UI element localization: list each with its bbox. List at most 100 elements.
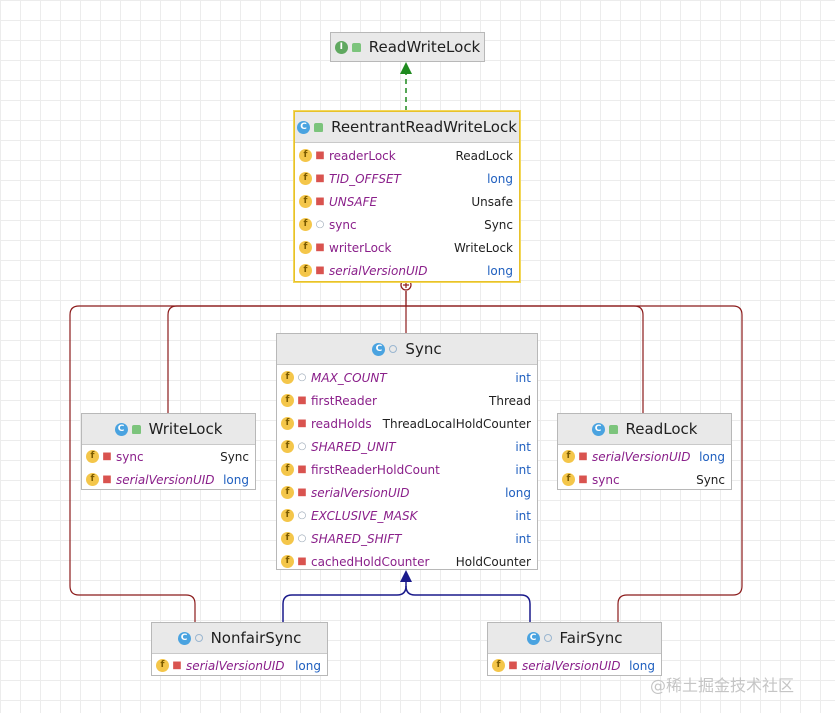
fairsync-title: FairSync (559, 629, 623, 647)
interface-icon: I (334, 40, 348, 54)
field-icon: f (562, 450, 575, 463)
readlock-header: C ReadLock (558, 414, 731, 445)
field-icon: f (281, 555, 294, 568)
private-lock-icon: ■ (297, 417, 307, 429)
field-type: ReadLock (455, 148, 513, 163)
private-lock-icon: ■ (578, 450, 588, 462)
readwritelock-title: ReadWriteLock (368, 38, 481, 56)
package-private-icon: ○ (297, 509, 307, 521)
field-name: MAX_COUNT (311, 370, 387, 385)
field-type: Sync (484, 217, 513, 232)
field-type: Sync (220, 449, 249, 464)
public-icon (608, 424, 618, 434)
field-name: serialVersionUID (116, 472, 215, 487)
field-name: EXCLUSIVE_MASK (311, 508, 418, 523)
field-icon: f (281, 417, 294, 430)
readwritelock-box[interactable]: I ReadWriteLock (330, 32, 485, 62)
field-icon: f (281, 371, 294, 384)
private-lock-icon: ■ (578, 473, 588, 485)
private-lock-icon: ■ (297, 555, 307, 567)
field-icon: f (281, 463, 294, 476)
package-private-icon: ○ (315, 218, 325, 230)
package-private-icon (389, 345, 398, 353)
field-icon: f (156, 659, 169, 672)
field-icon: f (299, 149, 312, 162)
field-type: int (515, 531, 531, 546)
field-type: long (629, 658, 655, 673)
package-private-icon (194, 634, 203, 642)
readwritelock-header: I ReadWriteLock (331, 33, 484, 61)
field-type: int (515, 462, 531, 477)
private-lock-icon: ■ (297, 486, 307, 498)
fairsync-header: C FairSync (488, 623, 661, 654)
field-type: WriteLock (453, 240, 513, 255)
field-icon: f (281, 394, 294, 407)
sync-title: Sync (405, 340, 442, 358)
field-name: readerLock (329, 148, 396, 163)
field-icon: f (299, 218, 312, 231)
private-lock-icon: ■ (315, 241, 325, 253)
field-icon: f (86, 473, 99, 486)
field-name: serialVersionUID (592, 449, 691, 464)
class-icon: C (591, 422, 605, 436)
field-name: sync (592, 472, 620, 487)
field-icon: f (299, 241, 312, 254)
class-icon: C (372, 342, 386, 356)
extends-arrowhead (400, 570, 412, 582)
class-icon: C (177, 631, 191, 645)
field-name: UNSAFE (329, 194, 378, 209)
field-type: Sync (696, 472, 725, 487)
package-private-icon (543, 634, 552, 642)
private-lock-icon: ■ (297, 463, 307, 475)
class-icon: C (526, 631, 540, 645)
field-type: ThreadLocalHoldCounter (382, 416, 531, 431)
field-row[interactable]: f■ firstReaderHoldCount int (277, 458, 537, 481)
field-type: long (505, 485, 531, 500)
watermark: @稀土掘金技术社区 (650, 676, 795, 695)
field-name: TID_OFFSET (329, 171, 401, 186)
field-name: sync (116, 449, 144, 464)
field-icon: f (86, 450, 99, 463)
field-name: firstReaderHoldCount (311, 462, 440, 477)
field-type: long (487, 263, 513, 278)
field-icon: f (281, 440, 294, 453)
field-row[interactable]: f■ readHolds ThreadLocalHoldCounter (277, 412, 537, 435)
field-name: readHolds (311, 416, 372, 431)
class-icon: C (297, 120, 311, 134)
field-type: HoldCounter (455, 554, 531, 569)
field-type: long (487, 171, 513, 186)
inner-line-nonfairsync (69, 305, 406, 622)
field-type: int (515, 508, 531, 523)
private-lock-icon: ■ (315, 195, 325, 207)
private-lock-icon: ■ (315, 172, 325, 184)
package-private-icon: ○ (297, 440, 307, 452)
